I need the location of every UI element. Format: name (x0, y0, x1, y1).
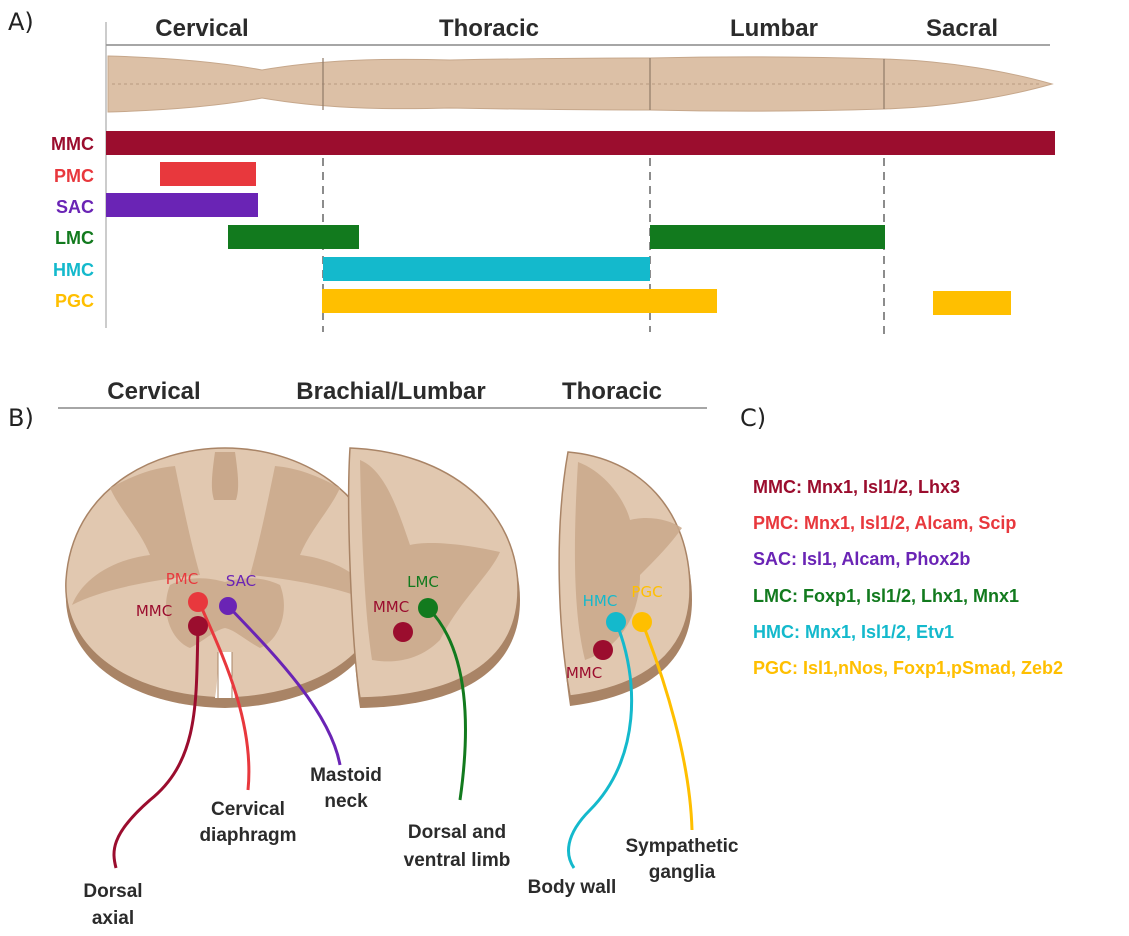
target-limb: Dorsal and ventral limb (404, 822, 511, 871)
target-dorsal-axial-line2: axial (92, 908, 134, 929)
label-sac-cervical: SAC (226, 572, 256, 590)
dot-pgc-thoracic (632, 612, 652, 632)
row-label-mmc: MMC (51, 134, 94, 154)
bar-pgc-thoracic (322, 289, 717, 313)
region-cervical: Cervical (155, 15, 248, 42)
label-mmc-brachial: MMC (373, 598, 409, 616)
marker-sac: SAC: Isl1, Alcam, Phox2b (753, 549, 970, 569)
marker-pmc: PMC: Mnx1, Isl1/2, Alcam, Scip (753, 513, 1016, 533)
dot-mmc-thoracic (593, 640, 613, 660)
marker-pgc: PGC: Isl1,nNos, Foxp1,pSmad, Zeb2 (753, 658, 1063, 678)
header-thoracic: Thoracic (562, 378, 662, 405)
bar-pmc (160, 162, 256, 186)
target-mastoid-neck-line1: Mastoid (310, 765, 382, 786)
dot-mmc-cervical (188, 616, 208, 636)
target-sympathetic-line1: Sympathetic (626, 836, 739, 857)
target-cervical-diaphragm-line1: Cervical (211, 799, 285, 820)
row-label-pmc: PMC (54, 166, 94, 186)
target-mastoid-neck: Mastoid neck (310, 765, 382, 812)
target-sympathetic-line2: ganglia (649, 862, 716, 883)
bar-pgc-sacral (933, 291, 1011, 315)
bar-lmc-lumbar (650, 225, 885, 249)
dot-lmc-brachial (418, 598, 438, 618)
row-label-pgc: PGC (55, 291, 94, 311)
dot-sac-cervical (219, 597, 237, 615)
marker-hmc: HMC: Mnx1, Isl1/2, Etv1 (753, 622, 954, 642)
target-dorsal-axial-line1: Dorsal (83, 881, 142, 902)
bar-mmc (106, 131, 1055, 155)
target-sympathetic-ganglia: Sympathetic ganglia (626, 836, 739, 883)
bar-lmc-brachial (228, 225, 359, 249)
dot-pmc-cervical (188, 592, 208, 612)
target-mastoid-neck-line2: neck (324, 791, 368, 812)
region-lumbar: Lumbar (730, 15, 818, 42)
label-lmc-brachial: LMC (407, 573, 439, 591)
marker-mmc: MMC: Mnx1, Isl1/2, Lhx3 (753, 477, 960, 497)
panel-a-letter: A) (8, 8, 34, 36)
target-dorsal-axial: Dorsal axial (83, 881, 142, 929)
target-limb-line2: ventral limb (404, 850, 511, 871)
target-cervical-diaphragm: Cervical diaphragm (199, 799, 296, 846)
region-sacral: Sacral (926, 15, 998, 42)
target-limb-line1: Dorsal and (408, 822, 506, 843)
label-hmc-thoracic: HMC (583, 592, 618, 610)
row-label-sac: SAC (56, 197, 94, 217)
panel-c-letter: C) (740, 404, 766, 432)
label-pmc-cervical: PMC (166, 570, 198, 588)
header-cervical: Cervical (107, 378, 200, 405)
bar-sac (106, 193, 258, 217)
header-brachial-lumbar: Brachial/Lumbar (296, 378, 485, 405)
row-label-lmc: LMC (55, 228, 94, 248)
bar-hmc (323, 257, 650, 281)
target-body-wall: Body wall (528, 877, 617, 898)
target-body-wall-line1: Body wall (528, 877, 617, 898)
label-mmc-cervical: MMC (136, 602, 172, 620)
target-cervical-diaphragm-line2: diaphragm (199, 825, 296, 846)
dot-hmc-thoracic (606, 612, 626, 632)
label-pgc-thoracic: PGC (631, 583, 662, 601)
panel-b-letter: B) (8, 404, 34, 432)
label-mmc-thoracic: MMC (566, 664, 602, 682)
row-label-hmc: HMC (53, 260, 94, 280)
region-thoracic: Thoracic (439, 15, 539, 42)
dot-mmc-brachial (393, 622, 413, 642)
marker-lmc: LMC: Foxp1, Isl1/2, Lhx1, Mnx1 (753, 586, 1019, 606)
